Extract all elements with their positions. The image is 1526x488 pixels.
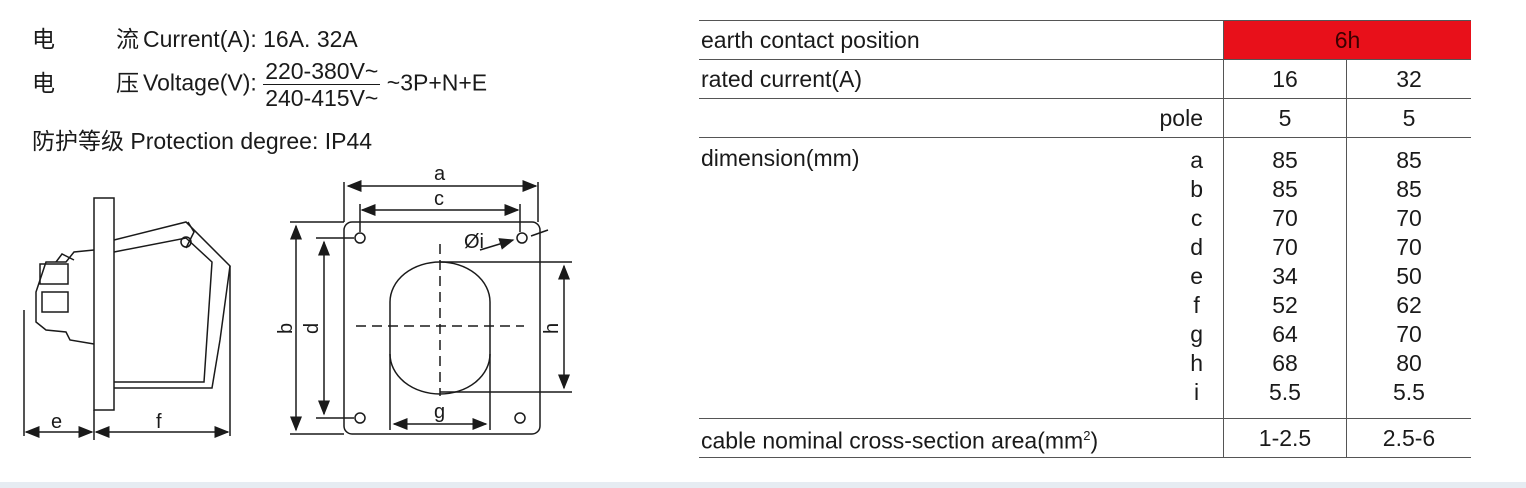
table-row-pole: pole 5 5 (699, 98, 1471, 138)
voltage-denominator: 240-415V~ (265, 85, 379, 111)
pole-value-32: 5 (1346, 98, 1471, 138)
dim-value: 85 (1396, 147, 1422, 173)
dim-value: 5.5 (1393, 379, 1425, 405)
dim-value: 70 (1396, 321, 1422, 347)
spec-voltage-label: Voltage(V): (143, 69, 257, 96)
dim-letter: g (1190, 321, 1203, 347)
dim-value: 85 (1272, 176, 1298, 202)
dim-value: 85 (1396, 176, 1422, 202)
spec-current-label: Current(A): 16A. 32A (143, 26, 358, 52)
earth-value: 6h (1223, 20, 1471, 60)
front-view-centerlines (356, 244, 524, 396)
rated-label: rated current(A) (699, 59, 1224, 99)
spec-voltage-cjk-a: 电 (32, 69, 55, 96)
spec-table: earth contact position 6h rated current(… (699, 20, 1471, 458)
dim-value: 70 (1272, 205, 1298, 231)
dim-value: 52 (1272, 292, 1298, 318)
dim-label-a: a (434, 163, 446, 185)
spec-protection-label: Protection degree: IP44 (130, 128, 373, 154)
side-view (23, 197, 231, 436)
dim-label-i: Øi (464, 231, 484, 253)
dimension-values-16: 85 85 70 70 34 52 64 68 5.5 (1223, 137, 1347, 419)
spec-protection-cjk: 防护等级 (32, 128, 124, 154)
table-row-earth: earth contact position 6h (699, 20, 1471, 60)
dim-label-c: c (434, 188, 444, 210)
bottom-band (0, 482, 1526, 488)
dim-value: 80 (1396, 350, 1422, 376)
cable-label-sup: 2 (1083, 427, 1091, 443)
cable-label-text: cable nominal cross-section area(mm (701, 427, 1084, 454)
dimension-cell: a b c d e f g h i dimension(mm) (699, 137, 1224, 419)
dim-label-f: f (156, 411, 162, 433)
side-view-dims (24, 410, 230, 440)
dim-letter: h (1190, 350, 1203, 376)
voltage-suffix: ~3P+N+E (386, 69, 488, 96)
spec-voltage-cjk-b: 压 (116, 69, 139, 96)
dim-letter: e (1190, 263, 1203, 289)
pole-label: pole (699, 98, 1224, 138)
dim-letter: d (1190, 234, 1203, 260)
dim-value: 34 (1272, 263, 1298, 289)
dim-letter: f (1193, 292, 1200, 318)
dim-value: 50 (1396, 263, 1422, 289)
table-row-rated: rated current(A) 16 32 (699, 59, 1471, 99)
dim-label-e: e (51, 411, 62, 433)
dim-value: 68 (1272, 350, 1298, 376)
dim-label-g: g (434, 401, 445, 423)
table-row-dimension: a b c d e f g h i dimension(mm) 85 85 70… (699, 137, 1471, 419)
table-row-cable: cable nominal cross-section area(mm2) 1-… (699, 418, 1471, 458)
earth-label: earth contact position (699, 20, 1224, 60)
dimension-values-32: 85 85 70 70 50 62 70 80 5.5 (1346, 137, 1471, 419)
dim-value: 62 (1396, 292, 1422, 318)
dim-value: 70 (1396, 234, 1422, 260)
dim-value: 85 (1272, 147, 1298, 173)
cable-label-close: ) (1090, 427, 1099, 454)
dim-label-b: b (275, 323, 297, 334)
dim-label-d: d (301, 323, 323, 334)
pole-value-16: 5 (1223, 98, 1347, 138)
dim-letter: a (1190, 147, 1203, 173)
socket-dimension-drawing: e f a c g Øi b d h (23, 163, 572, 440)
dim-letter: b (1190, 176, 1203, 202)
dim-value: 64 (1272, 321, 1298, 347)
cable-label: cable nominal cross-section area(mm2) (699, 418, 1224, 458)
rated-value-16: 16 (1223, 59, 1347, 99)
dimension-label: dimension(mm) (701, 145, 860, 171)
dim-letter: c (1190, 205, 1203, 231)
spec-current-cjk-a: 电 (32, 26, 55, 52)
dim-label-h: h (541, 323, 563, 334)
cable-value-16: 1-2.5 (1223, 418, 1347, 458)
dim-value: 5.5 (1269, 379, 1301, 405)
voltage-fraction: 220-380V~ 240-415V~ (263, 58, 381, 111)
cable-value-32: 2.5-6 (1346, 418, 1471, 458)
rated-value-32: 32 (1346, 59, 1471, 99)
dim-letter: i (1194, 379, 1200, 405)
spec-current-cjk-b: 流 (116, 26, 139, 52)
front-view-dims (290, 180, 572, 435)
dim-value: 70 (1396, 205, 1422, 231)
dim-value: 70 (1272, 234, 1298, 260)
voltage-numerator: 220-380V~ (263, 58, 381, 85)
spec-protection: 防护等级 Protection degree: IP44 (32, 122, 372, 156)
dimension-letters: a b c d e f g h i (1190, 146, 1203, 407)
